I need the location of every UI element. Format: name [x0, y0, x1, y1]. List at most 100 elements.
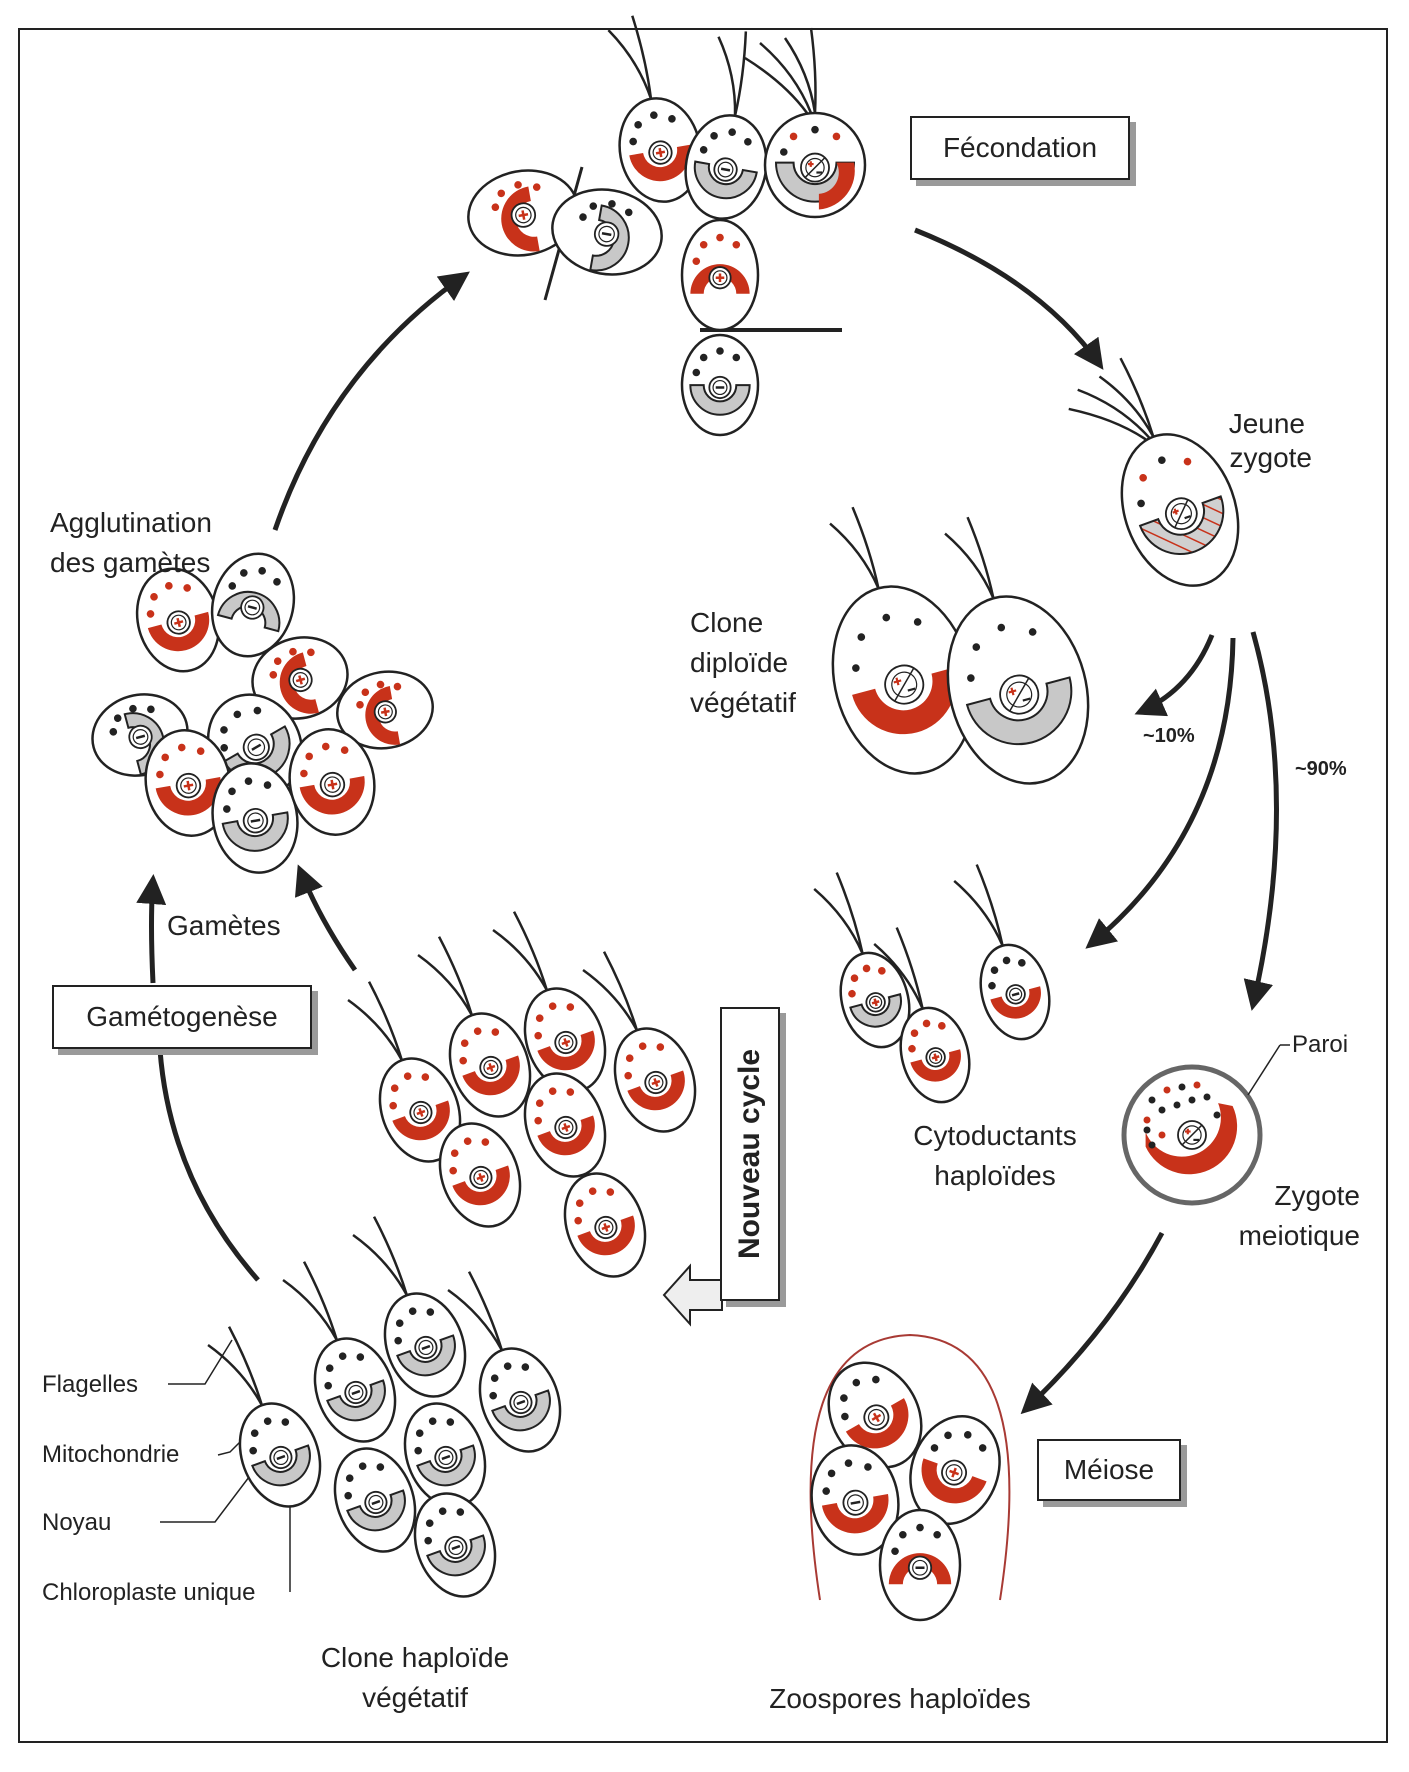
nucleus [708, 266, 732, 290]
cell-zoospores-2 [810, 1444, 900, 1556]
mitochondrion [228, 582, 237, 590]
label-gametes: Gamètes [167, 910, 281, 941]
mitochondrion [548, 1002, 557, 1010]
label-pct-90: ~90% [1295, 758, 1347, 780]
mitochondrion [634, 121, 642, 129]
cell-clone_haploide-6 [413, 1492, 497, 1598]
mitochondrion [415, 1429, 424, 1437]
mitochondrion [394, 1336, 402, 1345]
mitochondrion [1213, 1111, 1221, 1119]
nucleus [644, 1070, 668, 1095]
chloroplast [1145, 1103, 1238, 1175]
chloroplast [845, 1398, 909, 1449]
arrow-gametes [294, 864, 358, 972]
cell-clone_haploide-1 [282, 1261, 397, 1443]
flagella [447, 1271, 504, 1351]
nucleus [242, 733, 270, 761]
nucleus [269, 1445, 293, 1470]
nucleus [708, 375, 732, 400]
mitochondrion [446, 1418, 455, 1426]
mitochondrion [910, 1029, 919, 1037]
nucleus [510, 202, 537, 228]
flagella [944, 516, 995, 599]
mitochondrion [395, 1319, 404, 1327]
cell-gametes_red-4 [438, 1122, 522, 1228]
figure-frame [18, 28, 1388, 1743]
nucleus [469, 1165, 493, 1190]
mitochondrion [497, 189, 506, 198]
mitochondrion [376, 1463, 385, 1471]
mitochondrion [608, 200, 616, 208]
mitochondrion [978, 1444, 987, 1452]
label-cytoductants-2: haploïdes [934, 1160, 1055, 1191]
cell-cytoductants-1 [873, 927, 971, 1104]
mitochondrion [258, 567, 266, 575]
cell-fecondation-4 [744, 27, 867, 219]
mitochondrion [638, 1042, 647, 1050]
cell-zoospores-1 [909, 1415, 1001, 1525]
arrow-zygote-cytoductants [1085, 637, 1236, 949]
nucleus [509, 1390, 533, 1415]
nucleus [713, 157, 738, 182]
nucleus [166, 610, 191, 635]
mitochondrion [113, 714, 122, 722]
mitochondrion [589, 202, 598, 210]
mitochondrion [716, 233, 724, 242]
flagella [417, 936, 474, 1016]
chloroplast [396, 1334, 456, 1377]
cells-layer [91, 15, 1240, 1622]
nucleus [800, 152, 830, 183]
flagella [582, 951, 639, 1031]
flagella [744, 27, 817, 114]
chloroplast [426, 1534, 486, 1577]
mitochondrion [878, 967, 886, 975]
mitochondrion [356, 1353, 365, 1361]
mitochondrion [728, 128, 736, 136]
mitochondrion [566, 1003, 575, 1011]
nucleus [865, 992, 886, 1013]
mitochondrion [489, 1391, 497, 1400]
mitochondrion [844, 1459, 853, 1467]
mitochondrion [922, 1019, 931, 1028]
mitochondrion [862, 964, 871, 973]
nucleus [1164, 497, 1198, 531]
mitochondrion [147, 705, 155, 714]
mitochondrion [233, 710, 242, 719]
mitochondrion [269, 671, 278, 679]
chloroplast [589, 204, 630, 272]
mitochondrion [300, 769, 308, 778]
flagella [347, 981, 404, 1061]
mitochondrion [789, 132, 798, 141]
mitochondrion [490, 1374, 499, 1382]
legend-noyau: Noyau [42, 1509, 111, 1536]
label-agglutination-2: des gamètes [50, 547, 210, 578]
chloroplast [627, 1070, 685, 1111]
mitochondrion [449, 1166, 457, 1175]
cell-fecondation-0 [467, 169, 579, 257]
mitochondrion [273, 657, 282, 665]
mitochondrion [850, 974, 859, 982]
mitochondrion [732, 353, 741, 362]
mitochondrion [503, 1362, 512, 1370]
mitochondrion [463, 1137, 472, 1145]
mitochondrion [699, 240, 708, 249]
cell-clone_haploide-4 [403, 1402, 487, 1508]
mitochondrion [944, 1431, 952, 1440]
mitochondrion [1183, 457, 1192, 466]
label-zygote-meiotique-1: Zygote [1274, 1180, 1360, 1211]
mitochondrion [1148, 1096, 1156, 1104]
mitochondrion [325, 1364, 334, 1372]
nucleus [593, 221, 620, 247]
mitochondrion [393, 682, 402, 691]
nucleus [907, 1555, 933, 1580]
mitochondrion [650, 111, 658, 119]
chloroplast [251, 1444, 311, 1487]
label-clone-haploide-2: végétatif [362, 1682, 468, 1713]
mitochondrion [491, 1028, 500, 1036]
mitochondrion [997, 623, 1006, 632]
mitochondrion [692, 257, 701, 266]
nucleus [128, 724, 153, 750]
flagella [953, 864, 1004, 947]
cell-zoospores-0 [827, 1361, 923, 1469]
stage-box-fecondation-label: Fécondation [942, 132, 1098, 163]
